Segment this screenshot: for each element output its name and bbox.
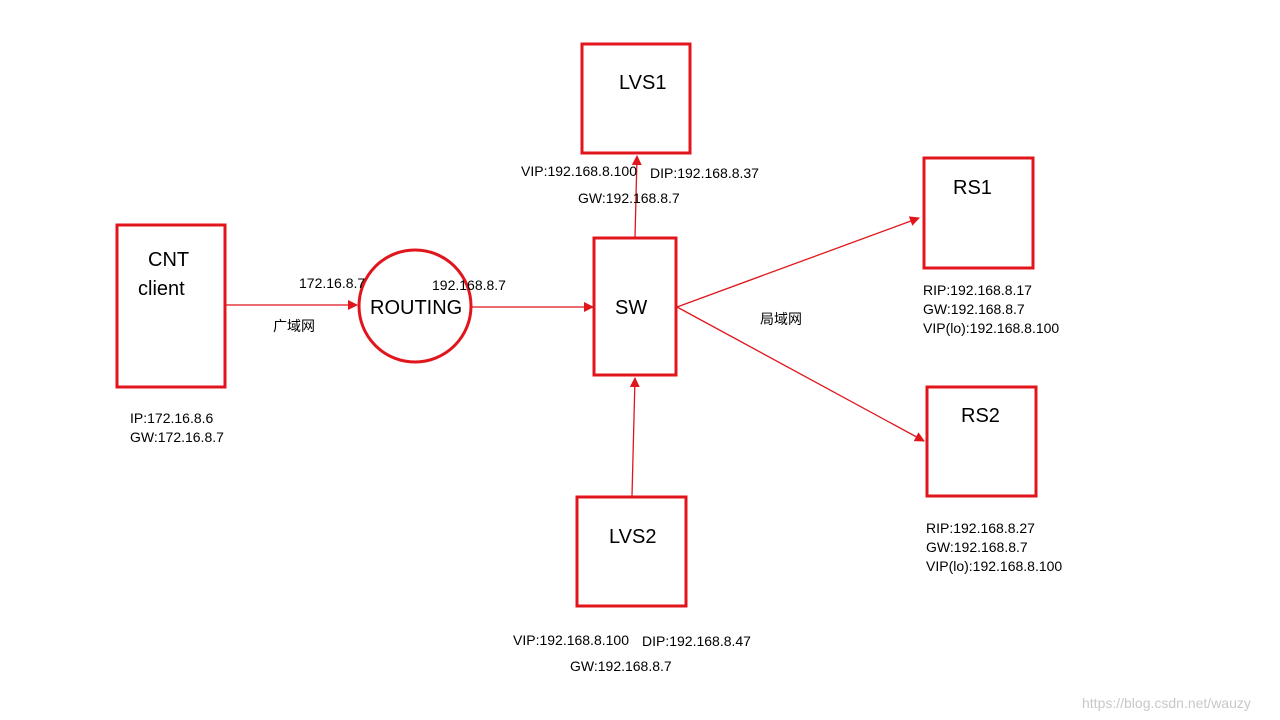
rs2-vip: VIP(lo):192.168.8.100 xyxy=(926,558,1062,574)
sw-box xyxy=(592,236,678,377)
lvs2-gw: GW:192.168.8.7 xyxy=(570,658,672,674)
edge-sw-to-rs2 xyxy=(676,306,925,442)
rs1-gw: GW:192.168.8.7 xyxy=(923,301,1025,317)
lvs1-vip: VIP:192.168.8.100 xyxy=(521,163,637,179)
edge-lvs2-to-sw xyxy=(629,377,640,497)
watermark: https://blog.csdn.net/wauzy xyxy=(1082,695,1251,711)
lan-label: 局域网 xyxy=(760,311,802,327)
rs2-label: RS2 xyxy=(961,405,1000,427)
cnt-label-line1: CNT xyxy=(148,249,189,271)
node-shapes xyxy=(115,42,1038,608)
cnt-label-line2: client xyxy=(138,278,185,300)
rs2-rip: RIP:192.168.8.27 xyxy=(926,520,1035,536)
lvs1-box xyxy=(580,42,692,155)
routing-wan-ip: 172.16.8.7 xyxy=(299,275,365,291)
cnt-gw: GW:172.16.8.7 xyxy=(130,429,224,445)
rs2-gw: GW:192.168.8.7 xyxy=(926,539,1028,555)
lvs2-dip: DIP:192.168.8.47 xyxy=(642,633,751,649)
routing-label: ROUTING xyxy=(370,297,462,319)
routing-circle xyxy=(357,248,473,364)
lvs2-label: LVS2 xyxy=(609,526,656,548)
edge-sw-to-lvs1 xyxy=(631,155,642,239)
lvs1-gw: GW:192.168.8.7 xyxy=(578,190,680,206)
lvs1-dip: DIP:192.168.8.37 xyxy=(650,165,759,181)
edge-sw-to-rs1 xyxy=(676,216,920,308)
routing-lan-ip: 192.168.8.7 xyxy=(432,277,506,293)
sw-label: SW xyxy=(615,297,647,319)
rs1-rip: RIP:192.168.8.17 xyxy=(923,282,1032,298)
rs1-vip: VIP(lo):192.168.8.100 xyxy=(923,320,1059,336)
connectors xyxy=(226,155,925,497)
lvs2-box xyxy=(575,495,688,608)
lvs2-vip: VIP:192.168.8.100 xyxy=(513,632,629,648)
wan-label: 广域网 xyxy=(273,318,315,334)
cnt-ip: IP:172.16.8.6 xyxy=(130,410,214,426)
cnt-client-box xyxy=(115,223,227,389)
lvs1-label: LVS1 xyxy=(619,72,666,94)
rs1-label: RS1 xyxy=(953,177,992,199)
rs1-box xyxy=(922,156,1035,270)
rs2-box xyxy=(925,385,1038,498)
